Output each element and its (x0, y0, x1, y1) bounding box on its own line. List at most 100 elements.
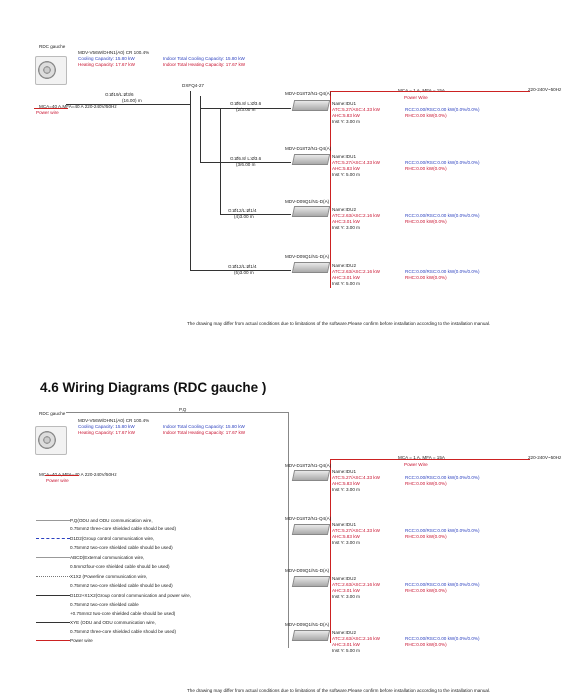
wiring-indoor-unit-2 (291, 524, 331, 535)
cooling-capacity: Cooling Capacity: 15.80 kW (78, 56, 135, 61)
indoor-cooling-capacity: Indoor Total Cooling Capacity: 15.80 kW (163, 56, 245, 61)
w-idu1-atc: ATC:5.27/ASC:4.33 kW (332, 475, 380, 480)
pq-riser (288, 412, 289, 648)
w-idu1-name: Name:IDU1 (332, 469, 356, 474)
voltage-label: 220-240V~50Hz (528, 87, 562, 92)
idu4-name: Name:IDU2 (332, 263, 356, 268)
wiring-indoor-unit-4 (291, 630, 331, 641)
outdoor-unit-label: RDC gauche (39, 44, 66, 49)
power-rating-2: MCA=40 A,MFA=40 A 220-240V/50Hz (39, 472, 117, 477)
outdoor-model: MDV-V56W/DHN1(A0) CR 100.4% (78, 50, 150, 55)
idu3-inst: Inst Y: 3.00 m (332, 225, 361, 230)
idu3-rcc: RCC:0.00/RSC:0.00 kW(0.0%/0.0%) (405, 213, 480, 218)
idu1-inst: Inst Y: 3.00 m (332, 119, 361, 124)
idu1-rhc: RHC:0.00 kW(0.0%) (405, 113, 447, 118)
idu4-ahc: AHC:3.01 kW (332, 275, 360, 280)
branch-1-line (201, 108, 291, 109)
power-line-top-2 (330, 459, 530, 460)
legend-item: Power wire (70, 638, 93, 643)
idu4-model: MDV-D09Q1/N1-D(A) (285, 254, 330, 259)
legend-abcd-line (36, 557, 70, 558)
idu2-atc: ATC:5.27/ASC:4.33 kW (332, 160, 380, 165)
indoor-cooling-capacity-2: Indoor Total Cooling Capacity: 15.80 kW (163, 424, 245, 429)
pq-wire (66, 412, 288, 413)
w-idu2-inst: Inst Y: 3.00 m (332, 540, 361, 545)
idu3-name: Name:IDU2 (332, 207, 356, 212)
w-idu2-model: MDV-D18T2/N1-Q4(A) (285, 516, 332, 521)
idu1-model: MDV-D18T2/N1-Q4(A) (285, 91, 332, 96)
idu2-model: MDV-D18T2/N1-Q4(A) (285, 146, 332, 151)
idu2-ahc: AHC:5.83 kW (332, 166, 360, 171)
disclaimer-2: The drawing may differ from actual condi… (187, 688, 491, 693)
legend-item: D1D2(Group control communication wire, (70, 536, 155, 541)
indoor-unit-4-image (291, 262, 331, 273)
top-power-rating-2: MCA = 1 A, MFA = 15A (398, 455, 445, 460)
w-idu1-rhc: RHC:0.00 kW(0.0%) (405, 481, 447, 486)
legend-item: ABCD(External communication wire, (70, 555, 145, 560)
legend-item: XYE (ODU and ODU communication wire, (70, 620, 156, 625)
idu3-ahc: AHC:3.01 kW (332, 219, 360, 224)
top-power-wire-2: Power Wire (404, 462, 428, 467)
main-pipe-spec: G:Ø19/L:Ø3/6 (105, 92, 134, 97)
w-idu3-inst: Inst Y: 3.00 m (332, 594, 361, 599)
idu3-pipe: G:Ø12/L:Ø1/4 (228, 208, 257, 213)
legend-item: X1X2 (Powerline communication wire, (70, 574, 148, 579)
w-idu3-atc: ATC:2.63/ASC:2.16 kW (332, 582, 380, 587)
third-riser-line (220, 108, 221, 214)
w-idu1-rcc: RCC:0.00/RSC:0.00 kW(0.0%/0.0%) (405, 475, 480, 480)
heating-capacity: Heating Capacity: 17.67 kW (78, 62, 135, 67)
legend-item: D1D2+X1X2(Group control communication an… (70, 593, 191, 598)
idu4-atc: ATC:2.63/ASC:2.16 kW (332, 269, 380, 274)
main-pipe-length: (16.00) m (122, 98, 142, 103)
legend-item: 0.75mm2 two-core shielded cable should b… (70, 545, 173, 550)
indoor-unit-2-image (291, 154, 331, 165)
indoor-heating-capacity: Indoor Total Heating Capacity: 17.67 kW (163, 62, 246, 67)
w-idu4-rhc: RHC:0.00 kW(0.0%) (405, 642, 447, 647)
idu1-atc: ATC:5.27/ASC:4.33 kW (332, 107, 380, 112)
idu3-model: MDV-D09Q1/N1-D(A) (285, 199, 330, 204)
branch-joint-label: DXFQ4-27 (182, 83, 204, 88)
heating-capacity-2: Heating Capacity: 17.67 kW (78, 430, 135, 435)
w-idu3-rhc: RHC:0.00 kW(0.0%) (405, 588, 447, 593)
w-idu2-name: Name:IDU1 (332, 522, 356, 527)
w-idu3-ahc: AHC:3.01 kW (332, 588, 360, 593)
w-idu4-model: MDV-D09Q1/N1-D(A) (285, 622, 330, 627)
idu4-rhc: RHC:0.00 kW(0.0%) (405, 275, 447, 280)
section-heading: 4.6 Wiring Diagrams (RDC gauche ) (40, 380, 267, 395)
idu1-name: Name:IDU1 (332, 101, 356, 106)
outdoor-unit-image-2 (35, 426, 67, 455)
legend-power-line (36, 640, 70, 641)
secondary-riser-line (200, 96, 201, 162)
branch-2-line (200, 162, 291, 163)
power-line-left (34, 108, 68, 109)
idu2-rhc: RHC:0.00 kW(0.0%) (405, 166, 447, 171)
legend-d1d2-line (36, 538, 70, 539)
power-line-vertical-2 (330, 459, 331, 643)
w-idu1-model: MDV-D18T2/N1-Q4(A) (285, 463, 332, 468)
w-idu2-rhc: RHC:0.00 kW(0.0%) (405, 534, 447, 539)
idu1-rcc: RCC:0.00/RSC:0.00 kW(0.0%/0.0%) (405, 107, 480, 112)
idu2-pipe: G:Ø5.8/ L:Ø3.6 (230, 156, 262, 161)
legend-item: 0.75mm2 three-core shielded cable should… (70, 629, 176, 634)
idu4-pipe: G:Ø12/L:Ø1/4 (228, 264, 257, 269)
legend-item: 0.75mm2 three-core shielded cable should… (70, 526, 176, 531)
w-idu4-ahc: AHC:3.01 kW (332, 642, 360, 647)
indoor-unit-3-image (291, 206, 331, 217)
main-pipe-line (66, 104, 190, 105)
w-idu4-inst: Inst Y: 5.00 m (332, 648, 361, 653)
idu3-length: (4)3.00 m (234, 214, 254, 219)
indoor-heating-capacity-2: Indoor Total Heating Capacity: 17.67 kW (163, 430, 246, 435)
power-wire-label: Power wire (36, 110, 59, 115)
w-idu2-rcc: RCC:0.00/RSC:0.00 kW(0.0%/0.0%) (405, 528, 480, 533)
outdoor-unit-image (35, 56, 67, 85)
idu3-rhc: RHC:0.00 kW(0.0%) (405, 219, 447, 224)
legend-xye-line (36, 622, 70, 623)
idu4-rcc: RCC:0.00/RSC:0.00 kW(0.0%/0.0%) (405, 269, 480, 274)
branch-4-line (190, 270, 291, 271)
wiring-indoor-unit-3 (291, 576, 331, 587)
w-idu3-name: Name:IDU2 (332, 576, 356, 581)
idu1-pipe: G:Ø5.8/ L:Ø3.6 (230, 101, 262, 106)
indoor-unit-1-image (291, 100, 331, 111)
legend-item: +0.75mm2 two-core shielded cable should … (70, 611, 176, 616)
power-line-left-2 (45, 475, 79, 476)
